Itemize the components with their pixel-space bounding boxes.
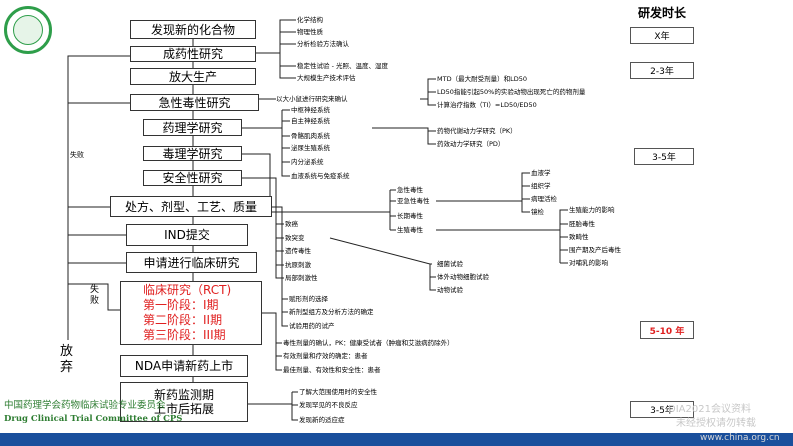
note-mtd: MTD（最大耐受剂量）和LD50 (437, 75, 527, 83)
note-ti: 计算治疗指数（TI）=LD50/ED50 (437, 101, 537, 109)
note-trial-drug-production: 试验用药的试产 (289, 322, 335, 330)
note-stability: 稳定性试验 - 光照、温度、湿度 (297, 62, 388, 70)
step-formulation: 处方、剂型、工艺、质量 (110, 196, 272, 217)
post-market-line-1: 新药监测期 (153, 388, 214, 402)
step-clinical-rct: 临床研究（RCT) 第一阶段：I期 第二阶段：II期 第三阶段：III期 (120, 281, 262, 345)
fail-label-2: 失败 (90, 285, 100, 306)
step-post-market: 新药监测期 上市后拓展 (120, 382, 248, 422)
watermark-line-2: 未经授权请勿转载 (676, 418, 756, 429)
fail-label-1: 失败 (70, 151, 84, 159)
dev-time-heading: 研发时长 (638, 6, 687, 20)
step-acute-toxicity: 急性毒性研究 (130, 94, 259, 111)
note-fertility: 生殖能力的影响 (569, 206, 615, 214)
duration-3-5-years: 3-5年 (634, 148, 694, 165)
post-market-line-2: 上市后拓展 (153, 402, 214, 416)
clinical-phase-1: 第一阶段：I期 (143, 298, 219, 312)
step-scale-up: 放大生产 (130, 68, 256, 85)
note-lactation: 对哺乳的影响 (569, 259, 608, 267)
note-analysis-method: 分析检验方法确认 (297, 40, 349, 48)
step-apply-clinical: 申请进行临床研究 (126, 252, 257, 273)
note-microscopy: 镜检 (531, 208, 544, 216)
logo-emblem-icon (13, 15, 43, 45)
step-discover-compound: 发现新的化合物 (130, 20, 256, 39)
note-teratogenic: 致畸性 (569, 233, 589, 241)
note-hematology: 血液学 (531, 169, 551, 177)
note-embryo-tox: 胚胎毒性 (569, 220, 595, 228)
duration-3-5-years-post: 3-5年 (630, 401, 694, 418)
note-pk: 药物代谢动力学研究（PK） (437, 127, 517, 135)
note-pd: 药效动力学研究（PD） (437, 140, 505, 148)
note-genotoxic: 遗传毒性 (285, 247, 311, 255)
note-bacterial-test: 细菌试验 (437, 260, 463, 268)
step-toxicology: 毒理学研究 (143, 146, 242, 161)
note-cns: 中枢神经系统 (291, 106, 330, 114)
note-wide-use-safety: 了解大范围使用时的安全性 (299, 388, 377, 396)
note-acute-tox: 急性毒性 (397, 186, 423, 194)
clinical-title: 临床研究（RCT) (143, 283, 232, 297)
abandon-label: 放弃 (60, 344, 74, 375)
note-phase1-detail: 毒性剂量的确认，PK：健康受试者（肿瘤和艾滋病药除外） (283, 339, 454, 347)
note-mass-production: 大规模生产技术评估 (297, 74, 356, 82)
note-rare-adverse: 发现罕见的不良反应 (299, 401, 358, 409)
note-in-vitro-cell: 体外动物细胞试验 (437, 273, 489, 281)
note-subacute-tox: 亚急性毒性 (397, 197, 430, 205)
step-ind-submission: IND提交 (126, 224, 248, 246)
note-new-indication: 发现新的适应症 (299, 416, 345, 424)
note-excipient: 赋形剂的选择 (289, 295, 328, 303)
step-safety: 安全性研究 (143, 170, 242, 186)
footer-org-en: Drug Clinical Trial Committee of CPS (4, 414, 183, 424)
note-perinatal: 围产期及产后毒性 (569, 246, 621, 254)
note-acute-lead: 以大小鼠进行研究来确认 (276, 95, 348, 103)
note-histology: 组织学 (531, 182, 551, 190)
watermark-line-1: DIA2021会议资料 (668, 404, 751, 415)
step-pharmacology: 药理学研究 (143, 119, 242, 136)
note-long-term-tox: 长期毒性 (397, 212, 423, 220)
note-new-dosage-form: 新剂型组方及分析方法的确定 (289, 308, 374, 316)
note-mutagenic: 致突变 (285, 234, 305, 242)
note-chem-structure: 化学结构 (297, 16, 323, 24)
clinical-phase-3: 第三阶段：III期 (143, 328, 226, 342)
footer-org-cn: 中国药理学会药物临床试验专业委员会 (4, 400, 166, 411)
note-musculoskeletal: 骨骼肌肉系统 (291, 132, 330, 140)
note-blood-immune: 血液系统与免疫系统 (291, 172, 350, 180)
duration-2-3-years: 2-3年 (630, 62, 694, 79)
note-ld50: LD50指能引起50%的实验动物出现死亡的药物剂量 (437, 88, 586, 96)
note-phase3-detail: 最佳剂量、有效性和安全性：患者 (283, 366, 381, 374)
watermark-line-3: www.china.org.cn (700, 433, 780, 443)
step-drug-study: 成药性研究 (130, 46, 256, 62)
footer-bar (0, 433, 793, 446)
clinical-phase-2: 第二阶段：II期 (143, 313, 223, 327)
duration-5-10-years: 5-10 年 (640, 321, 694, 339)
step-nda: NDA申请新药上市 (120, 355, 248, 377)
note-urogenital: 泌尿生殖系统 (291, 144, 330, 152)
note-ans: 自主神经系统 (291, 117, 330, 125)
note-repro-tox: 生殖毒性 (397, 226, 423, 234)
note-biopsy: 病理活检 (531, 195, 557, 203)
note-carcinogenic: 致癌 (285, 220, 298, 228)
note-phase2-detail: 有效剂量和疗效的确定：患者 (283, 352, 368, 360)
committee-logo (4, 6, 52, 54)
note-physical-props: 物理性质 (297, 28, 323, 36)
note-local-irritation: 局部刺激性 (285, 274, 318, 282)
note-animal-test: 动物试验 (437, 286, 463, 294)
note-endocrine: 内分泌系统 (291, 158, 324, 166)
note-antigen: 抗原刺激 (285, 261, 311, 269)
duration-x-years: X年 (630, 27, 694, 44)
